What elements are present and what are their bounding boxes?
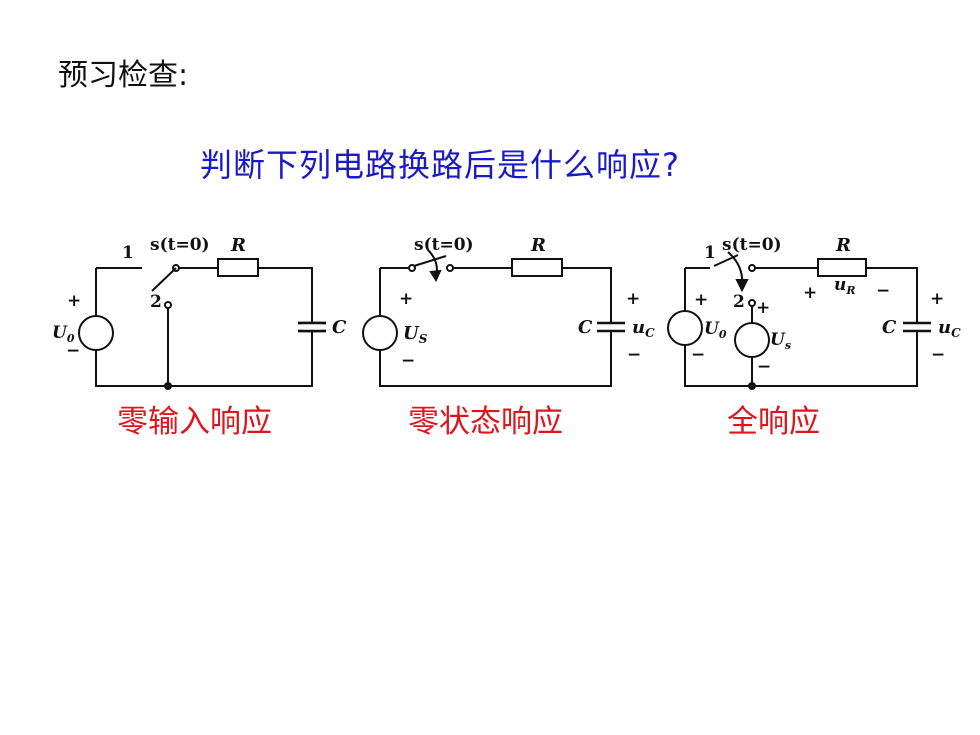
circuit-3-wires xyxy=(684,267,918,387)
circuit-1-capacitor-label: C xyxy=(332,317,347,338)
circuit-2-resistor-label: R xyxy=(530,235,546,256)
circuit-2-switch-blade xyxy=(413,255,447,267)
circuit-2-switch-label: s(t=0) xyxy=(414,235,474,255)
circuit-3-node-2-label: 2 xyxy=(733,292,745,312)
circuit-3-res-voltage-label: uR xyxy=(834,275,856,297)
circuit-1-plus: + xyxy=(67,291,81,311)
circuit-3-voltage-source-2 xyxy=(734,322,770,358)
circuit-3-src1-plus: + xyxy=(694,290,708,310)
circuit-3-capacitor xyxy=(903,321,931,333)
circuit-3-src2-minus: − xyxy=(757,357,771,377)
page-title: 预习检查: xyxy=(58,58,189,93)
circuit-3-switch-contact-2 xyxy=(748,299,756,307)
circuit-3-resistor-label: R xyxy=(835,235,851,256)
circuit-2 xyxy=(362,249,625,387)
circuit-3-voltage-source-1 xyxy=(667,310,703,346)
circuit-3-junction xyxy=(748,382,756,390)
circuit-2-capacitor-label: C xyxy=(578,317,593,338)
circuit-3-res-plus: + xyxy=(803,283,817,303)
circuit-3-src2-plus: + xyxy=(756,298,770,318)
circuit-1-minus: − xyxy=(66,341,80,361)
circuit-1-switch-contact-2 xyxy=(164,301,172,309)
circuit-3-switch-blade xyxy=(713,254,739,267)
caption-zero-input-response: 零输入响应 xyxy=(117,404,272,440)
circuit-3-source-1-label: U0 xyxy=(704,319,727,341)
circuit-3-switch-label: s(t=0) xyxy=(722,235,782,255)
circuit-3-res-minus: − xyxy=(876,281,890,301)
circuit-3-cap-minus: − xyxy=(931,345,945,365)
circuit-3-cap-plus: + xyxy=(930,289,944,309)
circuit-1-voltage-source xyxy=(78,315,114,351)
circuit-3-cap-voltage-label: uC xyxy=(938,317,961,340)
circuit-2-switch-contact-2 xyxy=(446,264,454,272)
circuit-3 xyxy=(667,251,931,390)
circuit-1-resistor-label: R xyxy=(230,235,246,256)
circuit-1 xyxy=(78,258,326,390)
circuit-3-resistor xyxy=(817,258,867,277)
circuit-2-resistor xyxy=(511,258,563,277)
circuit-1-node-1-label: 1 xyxy=(122,243,134,263)
circuit-2-capacitor xyxy=(597,321,625,333)
circuit-1-switch-blade xyxy=(151,267,177,292)
question-text: 判断下列电路换路后是什么响应? xyxy=(200,146,680,184)
circuit-3-source-2-label: Us xyxy=(770,330,791,352)
circuit-1-node-2-label: 2 xyxy=(150,292,162,312)
circuit-3-src1-minus: − xyxy=(691,345,705,365)
circuit-2-plus: + xyxy=(399,289,413,309)
circuit-3-switch-contact-1 xyxy=(748,264,756,272)
circuit-2-cap-plus: + xyxy=(626,289,640,309)
circuit-1-switch-label: s(t=0) xyxy=(150,235,210,255)
circuit-1-wires xyxy=(95,267,313,387)
circuit-1-junction xyxy=(164,382,172,390)
circuit-3-node-1-label: 1 xyxy=(704,243,716,263)
circuit-2-source-label: US xyxy=(403,323,428,346)
circuit-2-cap-voltage-label: uC xyxy=(632,317,655,340)
caption-complete-response: 全响应 xyxy=(727,404,820,440)
circuit-2-switch-contact-1 xyxy=(408,264,416,272)
circuit-1-source-label: U0 xyxy=(52,323,75,345)
circuit-1-resistor xyxy=(217,258,259,277)
circuit-2-voltage-source xyxy=(362,315,398,351)
circuit-3-capacitor-label: C xyxy=(882,317,897,338)
circuit-2-minus: − xyxy=(401,351,415,371)
caption-zero-state-response: 零状态响应 xyxy=(408,404,563,440)
circuit-2-cap-minus: − xyxy=(627,345,641,365)
